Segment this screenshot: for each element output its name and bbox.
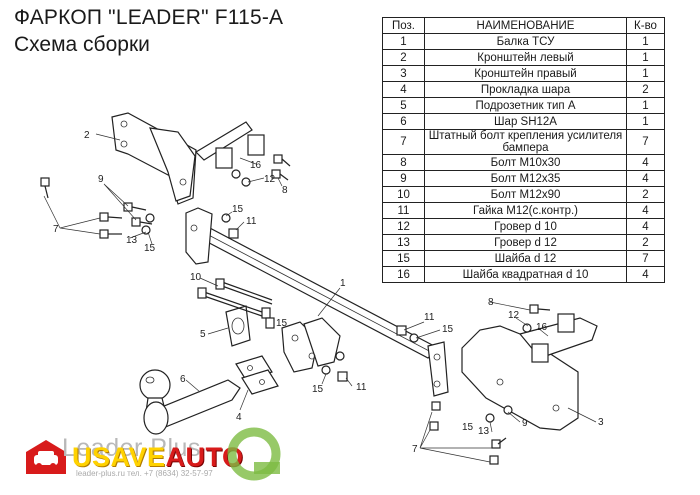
callout-9-left: 9 [98,174,104,185]
callout-leaders [43,133,597,463]
right-bracket [427,317,598,431]
callout-9-right: 9 [522,418,528,429]
callout-8-left: 8 [282,185,288,196]
callout-7-right: 7 [412,444,418,455]
long-bolts [197,278,275,329]
cell-qty: 4 [626,266,665,283]
car-icon [26,440,66,474]
callout-6: 6 [180,374,186,385]
callout-5: 5 [200,329,206,340]
callout-16-right: 16 [536,322,548,333]
cell-name: Болт М12х35 [424,170,627,187]
cell-qty: 7 [626,129,665,155]
callout-15-top: 15 [232,204,244,215]
left-bracket [111,112,253,265]
callout-2: 2 [84,130,90,141]
callout-4: 4 [236,412,242,423]
cell-qty: 4 [626,154,665,171]
callout-15-left: 15 [144,243,156,254]
callout-16-left: 16 [250,160,262,171]
callout-11-top: 11 [246,216,257,227]
fasteners [40,134,575,465]
callout-11-bottom: 11 [356,382,367,393]
page-subtitle: Схема сборки [14,33,150,56]
brand-contact: leader-plus.ru тел. +7 (8634) 32-57-97 [76,469,213,478]
brand-usave: USAVE [72,442,166,472]
page-title: ФАРКОП "LEADER" F115-A [14,6,284,29]
callout-1: 1 [340,278,346,289]
callout-3: 3 [598,417,604,428]
callout-15-mid: 15 [276,318,288,329]
cell-name: Кронштейн правый [424,65,627,82]
callout-labels: 2 1 3 4 5 6 7 7 8 8 9 9 10 11 11 11 12 1… [53,130,604,455]
callout-13-right: 13 [478,426,490,437]
brand-leader-plus: Leader Plus [62,434,201,462]
ball-spacer-plates [235,317,341,395]
callout-7-left: 7 [53,224,59,235]
socket-plate [225,305,251,347]
cell-pos: 7 [382,129,425,155]
callout-13-left: 13 [126,235,138,246]
callout-10: 10 [190,272,202,283]
callout-15-right-low: 15 [462,422,474,433]
callout-15-bottom: 15 [312,384,324,395]
callout-12-left: 12 [264,174,276,185]
callout-15-right: 15 [442,324,454,335]
callout-11-right: 11 [424,312,435,323]
watermark-logo: Leader Plus USAVEAUTO leader-plus.ru тел… [14,427,314,492]
green-ring-logo-icon [227,427,281,481]
callout-8-right: 8 [488,297,494,308]
tow-ball [139,369,241,435]
cell-name: Штатный болт крепления усилителя бампера [424,129,627,155]
cell-name: Шайба квадратная d 10 [424,266,627,283]
cell-qty: 4 [626,202,665,219]
callout-12-right: 12 [508,310,520,321]
